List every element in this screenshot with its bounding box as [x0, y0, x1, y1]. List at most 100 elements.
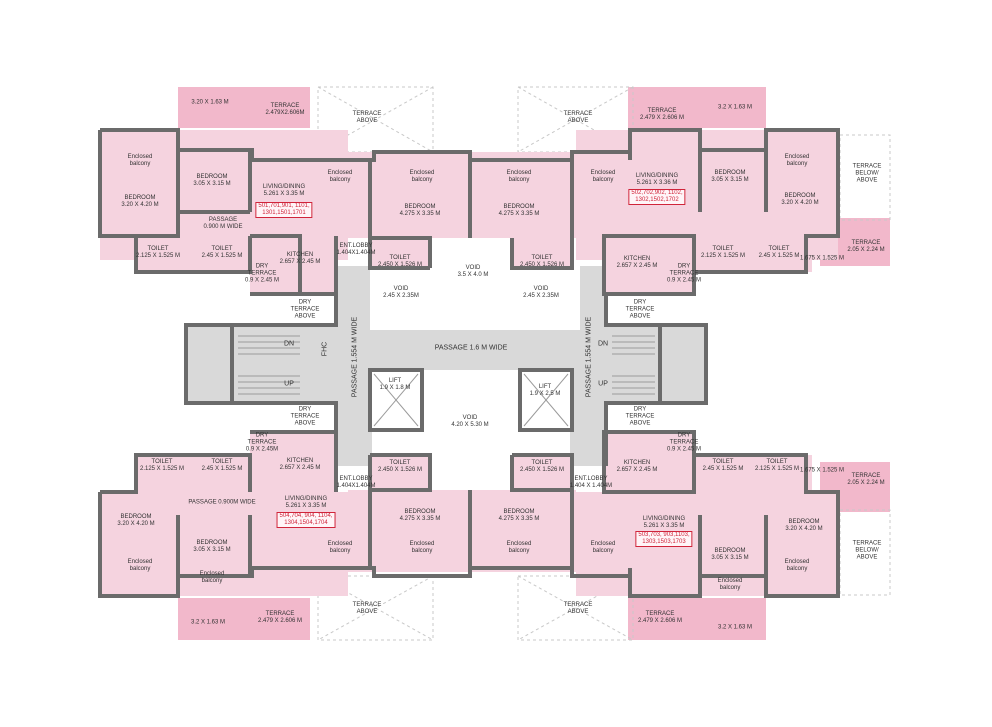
toilet-bl2: TOILET 2.45 X 1.525 M: [201, 459, 243, 472]
stairs: [238, 335, 655, 395]
lift-shafts: [373, 373, 569, 427]
dry-terrace-above-br: DRY TERRACE ABOVE: [625, 406, 655, 427]
terrace-br-side: TERRACE 2.05 X 2.24 M: [847, 473, 885, 486]
terrace-tr-dim: 3.2 X 1.63 M: [717, 104, 753, 111]
toilet-bc1: TOILET 2.450 X 1.526 M: [377, 460, 423, 473]
enclosed-balcony-bc3: Enclosed balcony: [590, 541, 616, 554]
enclosed-balcony-tl2: Enclosed balcony: [327, 170, 353, 183]
terrace-br: [628, 598, 766, 640]
terrace-above-tl: TERRACE ABOVE: [352, 111, 382, 124]
passage-vertical-right: PASSAGE 1.554 M WIDE: [585, 316, 593, 398]
terrace-tr-label: TERRACE 2.479 X 2.606 M: [639, 108, 685, 121]
terrace-tl: [178, 87, 310, 128]
walls: [98, 128, 840, 598]
dry-terrace-above-bl: DRY TERRACE ABOVE: [290, 406, 320, 427]
toilet-bl1: TOILET 2.125 X 1.525 M: [139, 459, 185, 472]
stair-dn-left: DN: [283, 340, 295, 348]
kitchen-br: KITCHEN 2.657 X 2.45 M: [616, 460, 658, 473]
unit-numbers-tl: 501,701,901, 1101, 1301,1501,1701: [255, 202, 313, 218]
unit-numbers-tr: 502,702,902, 1102, 1302,1502,1702: [628, 189, 686, 205]
void-top: VOID 3.5 X 4.0 M: [457, 265, 489, 278]
stair-dn-right: DN: [597, 340, 609, 348]
toilet-tr1: TOILET 2.125 X 1.525 M: [700, 246, 746, 259]
enclosed-balcony-br2: Enclosed balcony: [717, 578, 743, 591]
bedroom2-bl: BEDROOM 3.05 X 3.15 M: [193, 540, 231, 553]
living-bl: LIVING/DINING 5.261 X 3.35 M: [284, 496, 328, 509]
unit-numbers-bl: 504,704, 904, 1104, 1304,1504,1704: [276, 512, 336, 528]
ent-lobby-br: ENT.LOBBY 1.404 X 1.404M: [569, 476, 613, 489]
dry-terrace-above-tl: DRY TERRACE ABOVE: [290, 299, 320, 320]
toilet-tr2: TOILET 2.45 X 1.525 M: [758, 246, 800, 259]
ent-lobby-tl: ENT.LOBBY 1.404X1.404M: [336, 243, 376, 256]
terrace-above-bl: TERRACE ABOVE: [352, 602, 382, 615]
enclosed-balcony-tl: Enclosed balcony: [127, 154, 153, 167]
void-center: VOID 4.20 X 5.30 M: [451, 415, 489, 428]
ent-lobby-bl: ENT.LOBBY 1.404X1.404M: [336, 476, 376, 489]
enclosed-balcony-tc1: Enclosed balcony: [409, 170, 435, 183]
kitchen-tr: KITCHEN 2.657 X 2.45 M: [616, 256, 658, 269]
stair-up-left: UP: [284, 380, 294, 388]
terrace-below-tr: TERRACE BELOW/ ABOVE: [852, 163, 882, 184]
unit-numbers-br: 503,703, 903,1103, 1303,1503,1703: [635, 531, 693, 547]
dry-terrace-above-tr: DRY TERRACE ABOVE: [625, 299, 655, 320]
bedroom-br: BEDROOM 3.20 X 4.20 M: [785, 519, 823, 532]
toilet-tl2: TOILET 2.45 X 1.525 M: [201, 246, 243, 259]
terrace-tr: [628, 87, 766, 128]
dim-1675-top: 1.675 X 1.525 M: [799, 255, 845, 262]
bedroom2-tr: BEDROOM 3.05 X 3.15 M: [711, 170, 749, 183]
kitchen-tl: KITCHEN 2.657 X 2.45 M: [279, 252, 321, 265]
enclosed-balcony-bc2: Enclosed balcony: [506, 541, 532, 554]
dim-1675-bot: 1.675 X 1.525 M: [799, 467, 845, 474]
void-right: VOID 2.45 X 2.35M: [523, 286, 559, 299]
toilet-tl1: TOILET 2.125 X 1.525 M: [135, 246, 181, 259]
room-fills: [100, 130, 838, 596]
passage-bl: PASSAGE 0.900M WIDE: [188, 499, 256, 506]
void-left: VOID 2.45 X 2.35M: [383, 286, 419, 299]
bedroom-tr: BEDROOM 3.20 X 4.20 M: [781, 193, 819, 206]
core: [186, 232, 706, 469]
terrace-below-br: TERRACE BELOW/ ABOVE: [852, 540, 882, 561]
kitchen-bl: KITCHEN 2.657 X 2.45 M: [279, 458, 321, 471]
living-tr: LIVING/DINING 5.261 X 3.36 M: [635, 173, 679, 186]
stair-up-right: UP: [598, 380, 608, 388]
lift-right: LIFT 1.9 X 2.5 M: [529, 384, 561, 397]
bedroom-tc1: BEDROOM 4.275 X 3.35 M: [399, 204, 441, 217]
terrace-bl-label: TERRACE 2.479 X 2.606 M: [257, 611, 303, 624]
bedroom-bc1: BEDROOM 4.275 X 3.35 M: [399, 509, 441, 522]
toilet-bc2: TOILET 2.450 X 1.526 M: [519, 460, 565, 473]
dry-terrace-bl: DRY TERRACE 0.9 X 2.45M: [245, 432, 279, 453]
terrace-bl-dim: 3.2 X 1.63 M: [190, 619, 226, 626]
terrace-above-br: TERRACE ABOVE: [563, 602, 593, 615]
bedroom2-tl: BEDROOM 3.05 X 3.15 M: [193, 174, 231, 187]
fhc-label: FHC: [321, 341, 329, 357]
dry-terrace-tr: DRY TERRACE 0.9 X 2.45 M: [666, 263, 702, 284]
terrace-above-tr: TERRACE ABOVE: [563, 111, 593, 124]
terrace-br-label: TERRACE 2.479 X 2.606 M: [637, 611, 683, 624]
enclosed-balcony-bl3: Enclosed balcony: [327, 541, 353, 554]
bedroom2-br: BEDROOM 3.05 X 3.15 M: [711, 548, 749, 561]
bedroom-tl: BEDROOM 3.20 X 4.20 M: [121, 195, 159, 208]
enclosed-balcony-tr: Enclosed balcony: [784, 154, 810, 167]
terrace-tl-label: TERRACE 2.479X2.606M: [265, 103, 305, 116]
terrace-tl-dim: 3.20 X 1.63 M: [191, 99, 229, 106]
enclosed-balcony-tr2: Enclosed balcony: [590, 170, 616, 183]
enclosed-balcony-bl: Enclosed balcony: [127, 559, 153, 572]
enclosed-balcony-br: Enclosed balcony: [784, 559, 810, 572]
toilet-tc2: TOILET 2.450 X 1.526 M: [519, 255, 565, 268]
bedroom-bl: BEDROOM 3.20 X 4.20 M: [117, 514, 155, 527]
living-br: LIVING/DINING 5.261 X 3.35 M: [642, 516, 686, 529]
toilet-br2: TOILET 2.125 X 1.525 M: [754, 459, 800, 472]
passage-tl: PASSAGE 0.900 M WIDE: [203, 217, 243, 230]
lift-left: LIFT 1.9 X 1.8 M: [379, 378, 411, 391]
living-tl: LIVING/DINING 5.261 X 3.35 M: [262, 184, 306, 197]
toilet-tc1: TOILET 2.450 X 1.526 M: [377, 255, 423, 268]
terrace-bl: [178, 598, 310, 640]
passage-horizontal: PASSAGE 1.6 M WIDE: [434, 344, 508, 352]
bedroom-tc2: BEDROOM 4.275 X 3.35 M: [498, 204, 540, 217]
passage-vertical-left: PASSAGE 1.554 M WIDE: [351, 316, 359, 398]
enclosed-balcony-bc1: Enclosed balcony: [409, 541, 435, 554]
dry-terrace-tl: DRY TERRACE 0.9 X 2.45 M: [244, 263, 280, 284]
terrace-br-dim: 3.2 X 1.63 M: [717, 624, 753, 631]
